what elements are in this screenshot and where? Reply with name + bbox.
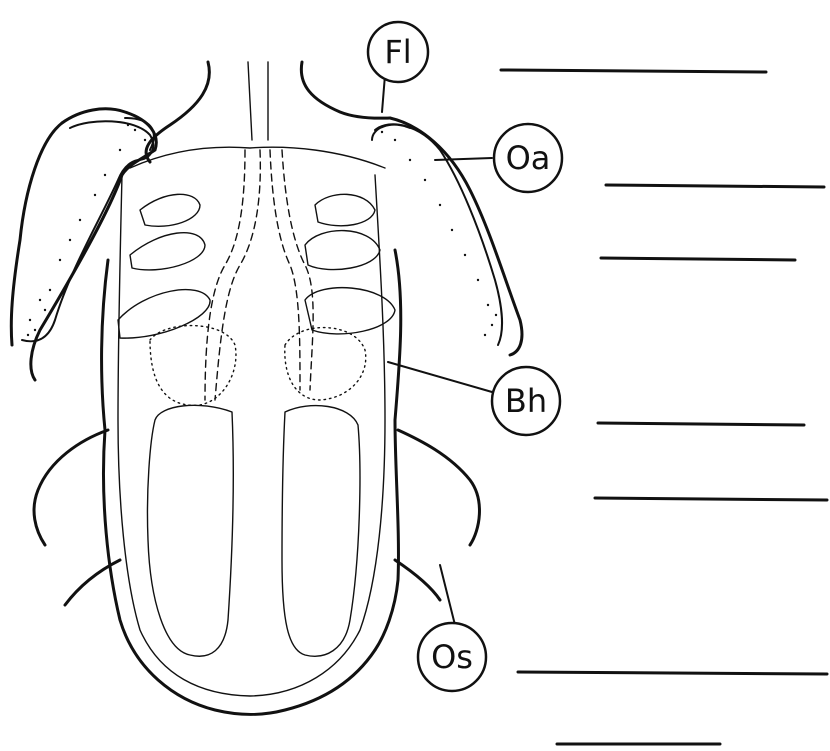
label-bh: Bh: [492, 367, 560, 435]
body-right-outline: [375, 250, 401, 650]
leader-bh: [388, 362, 492, 392]
left-shoulder-outline: [31, 109, 156, 380]
label-fl: Fl: [368, 22, 428, 82]
answer-blank-1[interactable]: [501, 70, 766, 72]
left-arm-outer: [11, 123, 62, 345]
duct-left-inner: [215, 150, 260, 400]
leader-os: [440, 565, 455, 625]
answer-blank-2[interactable]: [606, 185, 824, 187]
inner-body-boundary: [118, 175, 385, 696]
answer-blank-3[interactable]: [601, 258, 795, 260]
leader-oa: [435, 158, 492, 160]
lobe-left-1: [140, 194, 200, 226]
leader-fl: [382, 75, 385, 112]
kidney-right: [282, 406, 360, 657]
right-thigh-outline: [395, 560, 440, 600]
lobe-left-2: [130, 233, 205, 270]
girdle-plate: [130, 147, 385, 168]
gonad-right: [285, 328, 366, 400]
label-bh-text: Bh: [505, 382, 547, 420]
lobe-right-1: [315, 194, 375, 225]
gonad-left: [150, 326, 236, 406]
left-hip-outline: [34, 430, 108, 545]
internal-structures: [118, 62, 395, 696]
lobe-right-2: [305, 231, 380, 270]
arm-sleeves: [22, 118, 502, 345]
answer-blank-5[interactable]: [595, 498, 827, 500]
duct-left-outer: [205, 150, 245, 400]
kidney-left: [147, 405, 233, 656]
duct-right-outer: [282, 150, 313, 390]
answer-blank-4[interactable]: [598, 423, 804, 425]
label-fl-text: Fl: [384, 33, 411, 71]
label-oa: Oa: [494, 124, 562, 192]
label-oa-text: Oa: [506, 139, 551, 177]
label-os-text: Os: [431, 638, 473, 676]
answer-blank-6[interactable]: [518, 672, 827, 674]
label-os: Os: [418, 623, 486, 691]
spinal-line-left: [248, 62, 252, 140]
right-hip-outline: [398, 430, 479, 545]
